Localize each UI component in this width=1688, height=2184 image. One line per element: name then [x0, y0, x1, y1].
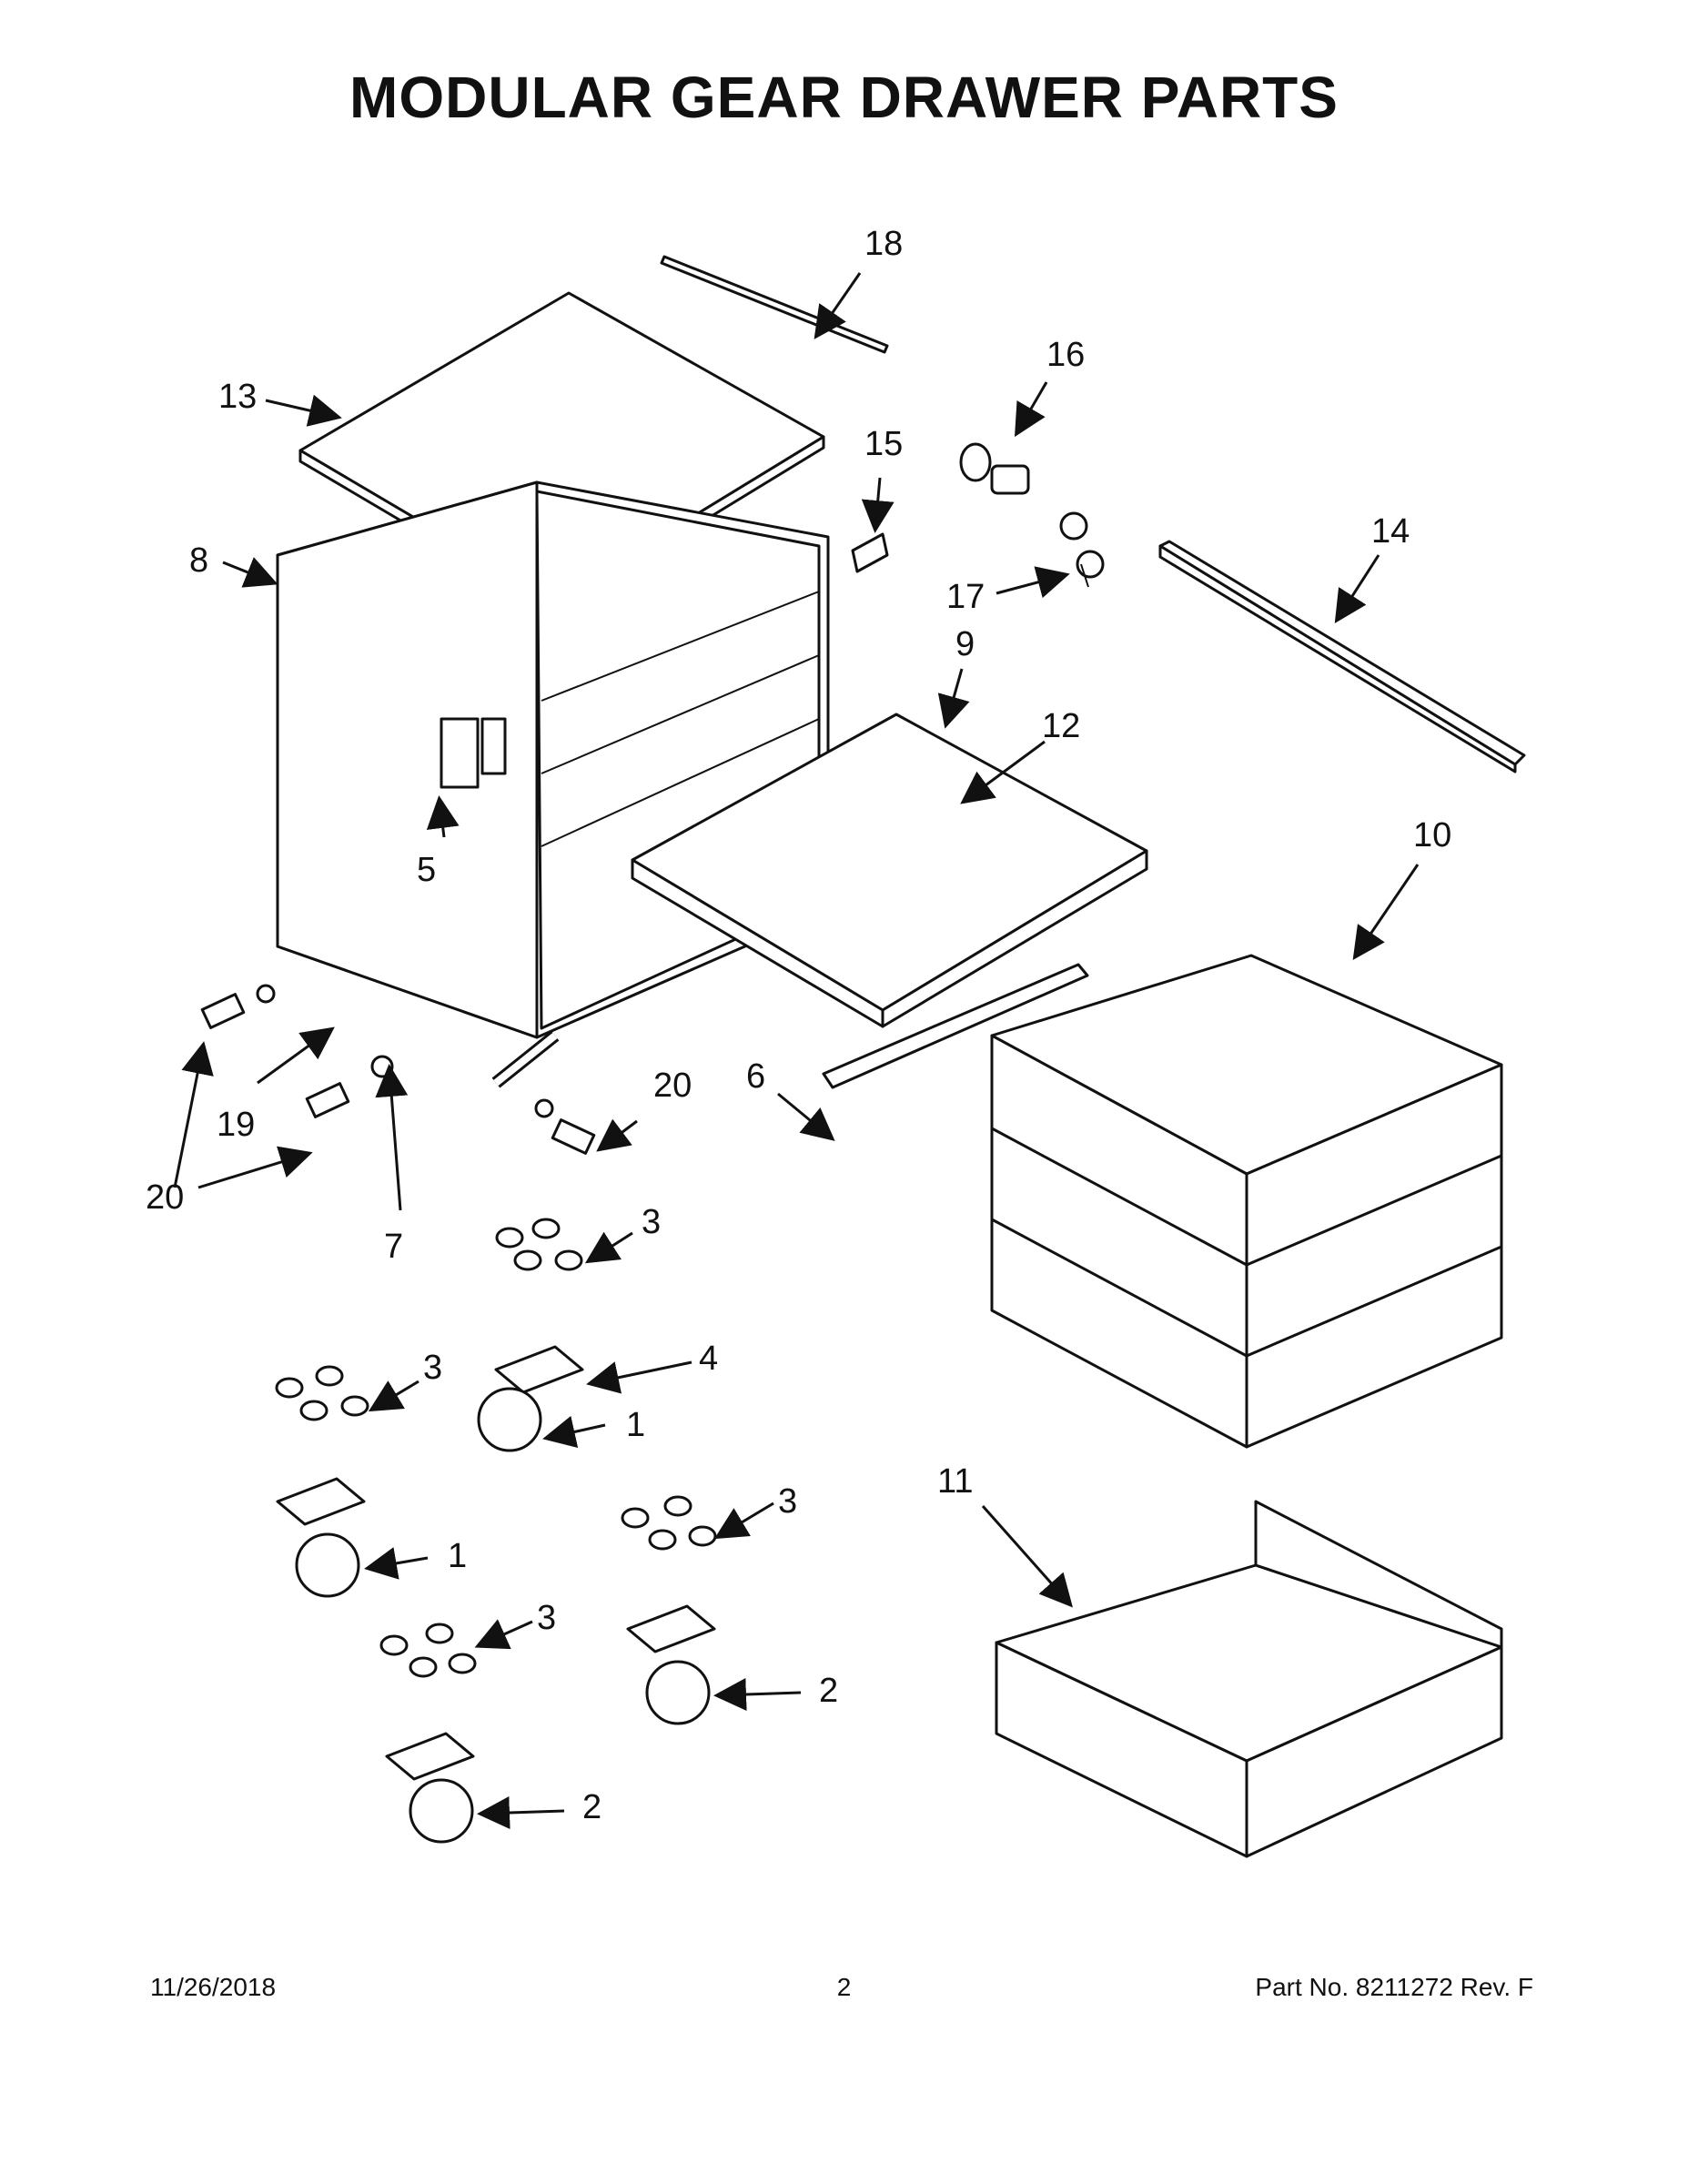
- single-drawer-part: [995, 1500, 1503, 1858]
- callout-5: 5: [417, 851, 436, 889]
- callout-3-left: 3: [423, 1349, 442, 1387]
- callout-20-right: 20: [653, 1067, 692, 1105]
- trim-rail-part: [822, 963, 1089, 1089]
- callout-15: 15: [864, 425, 903, 463]
- top-rail-part: [660, 255, 889, 354]
- stacked-drawers-part: [990, 954, 1503, 1449]
- callout-1-right: 1: [626, 1406, 645, 1444]
- callout-14: 14: [1371, 512, 1410, 551]
- callout-3-right: 3: [778, 1482, 797, 1521]
- label-part: [851, 532, 889, 573]
- cabinet-part: [276, 480, 830, 1039]
- callout-12: 12: [1042, 707, 1080, 745]
- callout-1-left: 1: [448, 1537, 467, 1575]
- callout-10: 10: [1413, 816, 1451, 854]
- callout-19: 19: [217, 1106, 255, 1144]
- footer-part-number: Part No. 8211272 Rev. F: [1255, 1973, 1533, 2001]
- callout-16: 16: [1046, 336, 1085, 374]
- callout-13: 13: [218, 378, 257, 416]
- leader-arrows: [173, 272, 1420, 1829]
- callout-18: 18: [864, 225, 903, 263]
- callout-6: 6: [746, 1057, 765, 1096]
- callout-4: 4: [699, 1340, 718, 1378]
- callout-3-bottom: 3: [537, 1599, 556, 1637]
- handle-bar-part: [262, 984, 560, 1088]
- callout-17: 17: [946, 578, 985, 616]
- callout-9: 9: [955, 625, 975, 663]
- slide-out-drawer-part: [631, 713, 1148, 1028]
- callout-20-left: 20: [146, 1178, 184, 1217]
- callout-2-right: 2: [819, 1672, 838, 1710]
- lock-assembly-part: [959, 442, 1105, 588]
- callout-8: 8: [189, 541, 208, 580]
- footer-page-number: 2: [836, 1973, 852, 2001]
- footer-date: 11/26/2018: [150, 1973, 277, 2001]
- page-title: MODULAR GEAR DRAWER PARTS: [349, 65, 1339, 130]
- caster-wheels-part: [275, 1218, 717, 1844]
- callout-7: 7: [384, 1228, 403, 1266]
- callout-labels: 13 8 18 16 15 17 14 9 12 10 5 6 19 20 20…: [146, 225, 1451, 1826]
- callout-11: 11: [937, 1462, 973, 1501]
- callout-3-top: 3: [642, 1203, 661, 1241]
- drawer-slide-part: [1158, 540, 1526, 774]
- callout-2-left: 2: [582, 1788, 601, 1826]
